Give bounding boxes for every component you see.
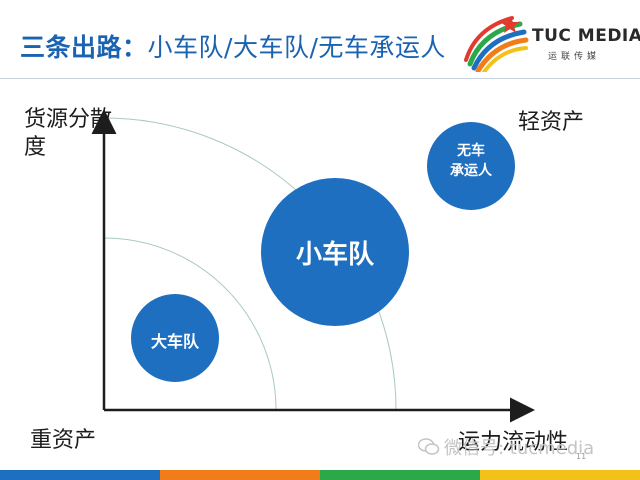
wechat-watermark: 微信号: tucmedia	[418, 434, 594, 460]
bubble-small-fleet-label: 小车队	[295, 240, 374, 270]
watermark-text: 微信号: tucmedia	[444, 438, 595, 459]
x-axis-label: 运力流动性	[458, 430, 569, 455]
tuc-media-logo	[464, 16, 529, 72]
footer-stripe-green	[320, 470, 480, 480]
inner-arc	[103, 237, 277, 411]
page-number: 11	[576, 452, 587, 461]
title-main: 小车队/大车队/无车承运人	[147, 33, 446, 62]
title-divider	[0, 78, 640, 79]
heavy-asset-label: 重资产	[30, 428, 97, 453]
bubble-carrier-label-line1: 无车	[457, 143, 485, 159]
footer-stripe-yellow	[480, 470, 640, 480]
logo-name: TUC MEDIA	[532, 26, 640, 46]
wechat-icon	[418, 438, 440, 455]
y-axis-label: 货源分散度	[24, 107, 113, 160]
logo-subtitle: 运联传媒	[548, 52, 601, 62]
bubble-large-fleet-label: 大车队	[150, 332, 199, 351]
light-asset-label: 轻资产	[518, 110, 585, 135]
bubble-large-fleet	[131, 294, 219, 382]
slide-title: 三条出路：小车队/大车队/无车承运人	[20, 28, 446, 64]
footer-stripe-blue	[0, 470, 160, 480]
bubble-small-fleet	[261, 178, 409, 326]
bubble-carrier	[427, 122, 515, 210]
title-prefix: 三条出路：	[20, 33, 148, 62]
footer-stripe-orange	[160, 470, 320, 480]
bubble-carrier-label-line2: 承运人	[450, 163, 492, 179]
logo-arc-icon	[464, 16, 529, 72]
